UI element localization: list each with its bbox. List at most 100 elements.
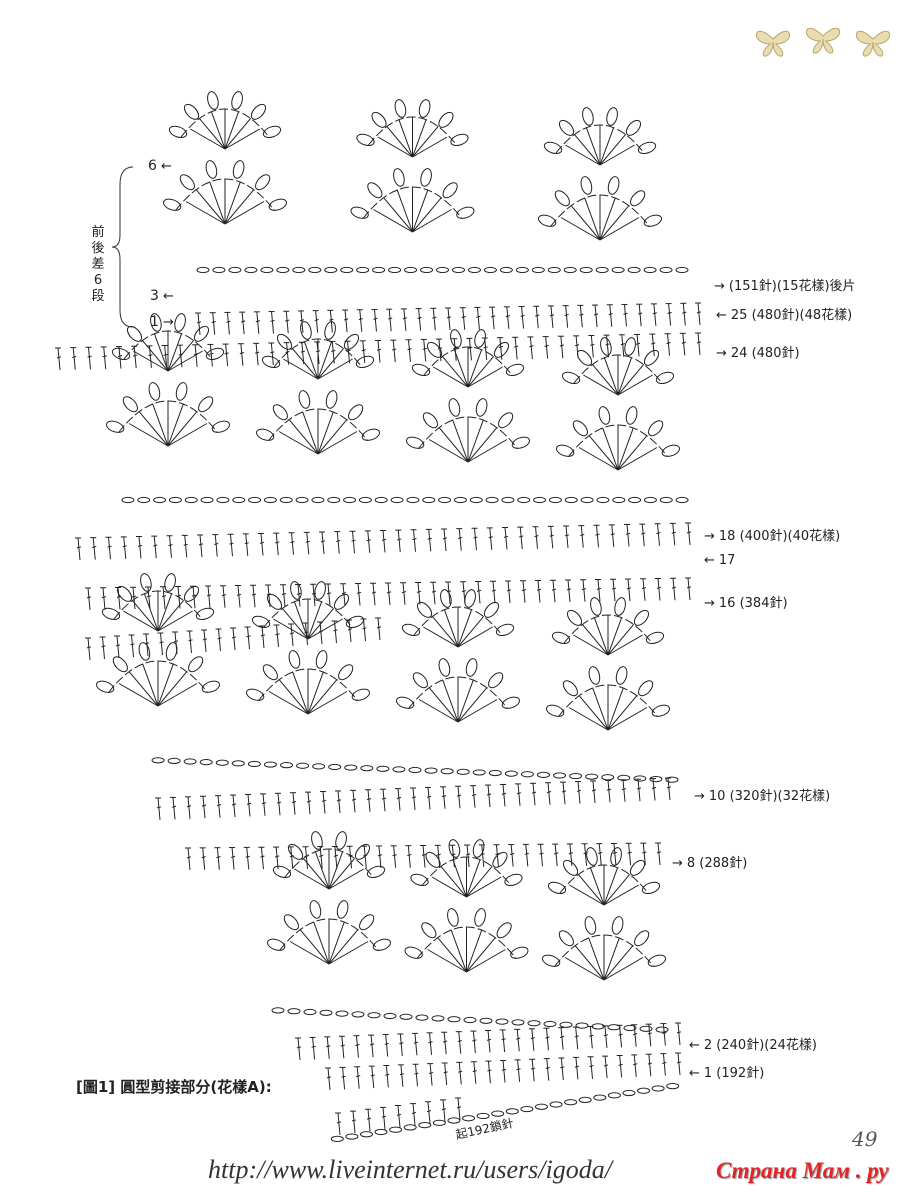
stitch-bar: [545, 1036, 550, 1039]
fan-stitch: [412, 119, 427, 158]
puff-stitch: [554, 190, 570, 207]
fan-stitch: [278, 431, 319, 455]
fan-stitch: [573, 634, 609, 656]
stitch-bar: [101, 596, 107, 599]
chain-symbol: [184, 496, 198, 504]
puff-stitch: [625, 406, 638, 425]
puff-stitch: [283, 914, 299, 931]
stitch-bar: [397, 538, 402, 541]
fan-stitch: [457, 679, 474, 723]
stitch-symbol: [444, 1062, 448, 1086]
stitch-bar: [326, 592, 332, 595]
fan-stitch: [607, 634, 643, 656]
stitch-symbol: [306, 532, 310, 555]
puff-stitch: [546, 704, 565, 717]
fan-stitch: [152, 403, 169, 447]
fan-stitch: [568, 707, 609, 731]
fan-stitch: [307, 679, 338, 715]
stitch-symbol: [423, 339, 427, 362]
stitch-symbol: [597, 579, 601, 602]
stitch-bar: [486, 793, 492, 796]
puff-stitch: [348, 404, 364, 421]
stitch-bar: [266, 593, 272, 596]
stitch-symbol: [232, 627, 236, 651]
puff-stitch: [404, 946, 423, 959]
puff-stitch: [198, 396, 214, 413]
puff-stitch: [505, 363, 525, 377]
chain-symbol: [403, 1124, 417, 1131]
stitch-symbol: [628, 843, 632, 866]
stitch-symbol: [344, 310, 348, 333]
fan-stitch: [412, 189, 429, 233]
chain-symbol: [231, 760, 245, 767]
chain-symbol: [456, 768, 470, 775]
stitch-symbol: [607, 780, 611, 803]
stitch-bar: [583, 852, 588, 855]
stitch-symbol: [622, 779, 626, 802]
fan-stitch: [291, 348, 319, 380]
stitch-bar: [131, 595, 137, 598]
fan-stitch: [607, 707, 648, 731]
stitch-symbol: [305, 846, 308, 869]
stitch-bar: [441, 1108, 447, 1111]
stitch-symbol: [214, 534, 218, 557]
stitch-symbol: [427, 1101, 431, 1124]
puff-stitch: [406, 436, 425, 449]
stitch-bar: [596, 587, 602, 590]
fan-stitch: [131, 600, 159, 632]
chain-arc: [113, 590, 203, 620]
puff-stitch: [420, 168, 432, 187]
stitch-symbol: [525, 844, 529, 867]
chain-arc: [408, 676, 508, 709]
fan-stitch: [574, 945, 605, 981]
chain-symbol: [183, 758, 197, 765]
stitch-symbol: [331, 341, 335, 364]
stitch-bar: [671, 586, 677, 589]
fan-stitch: [603, 945, 634, 981]
stitch-symbol: [596, 525, 599, 548]
puff-stitch: [645, 631, 665, 645]
puff-stitch: [611, 916, 624, 935]
stitch-bar: [612, 851, 618, 854]
puff-stitch: [440, 589, 452, 608]
stitch-symbol: [247, 626, 250, 650]
stitch-symbol: [442, 1099, 446, 1122]
row-label-18: →18 (400針)(40花樣): [704, 529, 841, 544]
chain-symbol: [476, 1112, 490, 1120]
stitch-symbol: [382, 530, 386, 553]
chain-symbol: [612, 496, 626, 504]
stitch-symbol: [476, 307, 480, 330]
stitch-symbol: [118, 346, 122, 369]
stitch-symbol: [612, 579, 616, 602]
chain-symbol: [340, 266, 354, 274]
stitch-bar: [446, 316, 452, 319]
stitch-bar: [202, 638, 208, 641]
stitch-bar: [148, 354, 153, 357]
chain-symbol: [199, 759, 213, 766]
stitch-symbol: [473, 1061, 477, 1084]
stitch-bar: [407, 348, 412, 351]
stitch-bar: [422, 347, 427, 350]
chain-symbol: [591, 1023, 605, 1030]
stitch-bar: [107, 545, 112, 548]
stitch-symbol: [575, 1026, 579, 1050]
stitch-symbol: [611, 524, 615, 547]
fan-stitch: [467, 419, 484, 463]
fan-stitch: [198, 118, 226, 150]
fan-stitch: [157, 663, 174, 707]
stitch-symbol: [407, 339, 411, 362]
stitch-symbol: [560, 336, 564, 359]
fan-stitch: [288, 419, 319, 455]
puff-stitch: [492, 851, 508, 868]
puff-stitch: [547, 881, 567, 895]
puff-stitch: [496, 922, 512, 939]
stitch-bar: [696, 341, 702, 344]
puff-stitch: [290, 581, 302, 600]
stitch-bar: [520, 314, 525, 317]
stitch-symbol: [222, 585, 226, 608]
stitch-bar: [516, 1068, 521, 1071]
stitch-symbol: [458, 1062, 462, 1085]
chain-symbol: [520, 1105, 534, 1113]
stitch-symbol: [352, 531, 355, 554]
fan-stitch: [383, 197, 413, 233]
